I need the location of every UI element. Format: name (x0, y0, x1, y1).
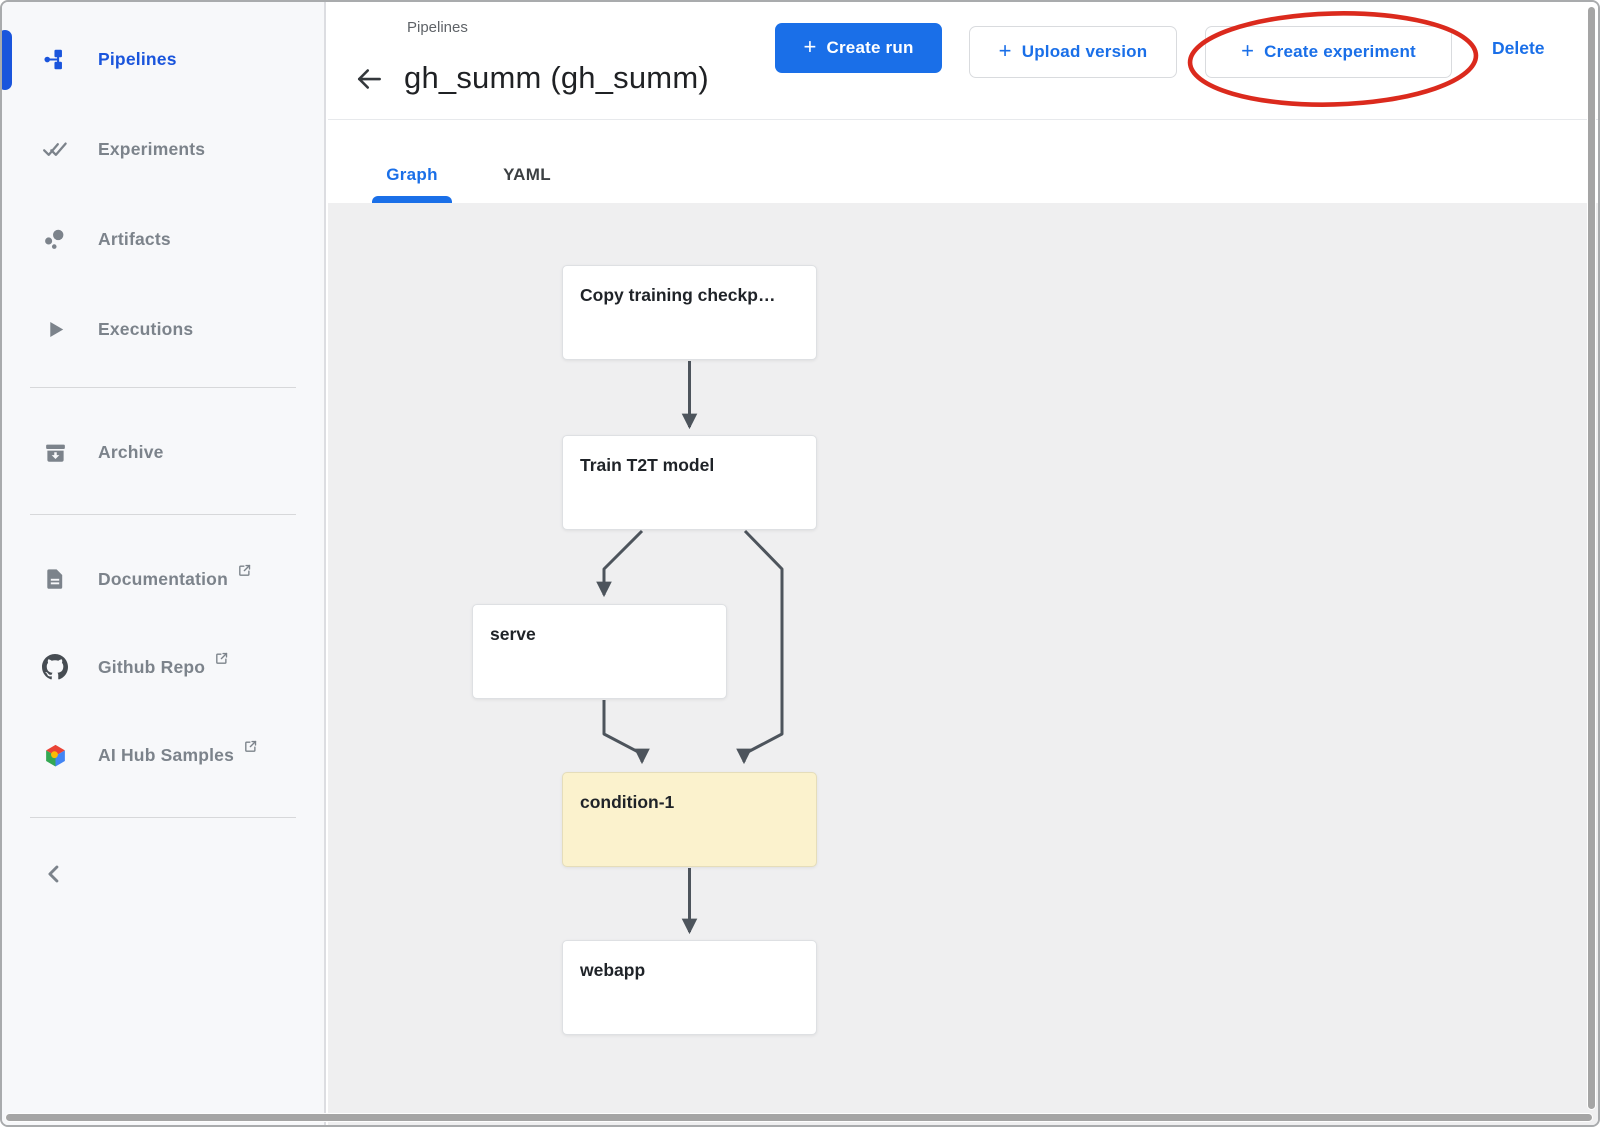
tab-graph[interactable]: Graph (372, 121, 452, 203)
sidebar-item-documentation[interactable]: Documentation (2, 551, 324, 607)
page-title: gh_summ (gh_summ) (404, 60, 709, 95)
create-experiment-button[interactable]: + Create experiment (1205, 26, 1452, 78)
node-label: Train T2T model (580, 455, 715, 475)
node-serve[interactable]: serve (472, 604, 727, 699)
sidebar-divider (30, 387, 296, 388)
sidebar-item-label: AI Hub Samples (98, 744, 235, 765)
sidebar-item-pipelines[interactable]: Pipelines (2, 31, 324, 87)
upload-version-button[interactable]: + Upload version (969, 26, 1177, 78)
sidebar-divider (30, 514, 296, 515)
vertical-scrollbar[interactable] (1587, 6, 1596, 1110)
tab-yaml-label: YAML (503, 165, 551, 184)
horizontal-scrollbar[interactable] (5, 1113, 1593, 1122)
tab-bar: Graph YAML (328, 121, 1598, 203)
pipeline-graph-canvas[interactable]: Copy training checkp… Train T2T model se… (328, 203, 1598, 1125)
page-header: Pipelines gh_summ (gh_summ) + Create run… (328, 2, 1598, 120)
sidebar-item-artifacts[interactable]: Artifacts (2, 211, 324, 267)
ai-hub-cube-icon (42, 742, 68, 768)
experiments-icon (42, 136, 68, 162)
create-run-label: Create run (826, 38, 914, 57)
external-link-icon (214, 651, 229, 671)
plus-icon: + (998, 38, 1012, 63)
edge-train-to-condition (736, 529, 784, 765)
active-item-indicator (2, 30, 12, 90)
sidebar-divider (30, 817, 296, 818)
sidebar: Pipelines Experiments Artifacts (2, 2, 326, 1125)
sidebar-item-label: Github Repo (98, 656, 206, 677)
sidebar-item-ai-hub-samples[interactable]: AI Hub Samples (2, 727, 324, 783)
plus-icon: + (803, 34, 817, 59)
node-copy-training-checkpoint[interactable]: Copy training checkp… (562, 265, 817, 360)
sidebar-collapse-button[interactable] (40, 860, 70, 890)
active-tab-indicator (372, 196, 452, 203)
breadcrumb[interactable]: Pipelines (407, 19, 468, 36)
node-train-t2t-model[interactable]: Train T2T model (562, 435, 817, 530)
node-webapp[interactable]: webapp (562, 940, 817, 1035)
external-link-icon (243, 739, 258, 759)
node-label: condition-1 (580, 792, 675, 812)
external-link-icon (237, 563, 252, 583)
node-label: serve (490, 624, 536, 644)
create-experiment-label: Create experiment (1264, 42, 1416, 61)
sidebar-item-label: Documentation (98, 568, 228, 589)
sidebar-item-label: Executions (98, 318, 194, 339)
pipeline-edges (596, 361, 784, 935)
artifacts-icon (42, 226, 68, 252)
sidebar-item-archive[interactable]: Archive (2, 424, 324, 480)
executions-icon (42, 316, 68, 342)
plus-icon: + (1241, 38, 1255, 63)
github-icon (42, 654, 68, 680)
sidebar-item-executions[interactable]: Executions (2, 301, 324, 357)
node-label: Copy training checkp… (580, 285, 776, 305)
sidebar-item-github-repo[interactable]: Github Repo (2, 639, 324, 695)
upload-version-label: Upload version (1021, 42, 1148, 61)
arrow-left-icon (354, 69, 384, 98)
chevron-left-icon (40, 865, 68, 892)
edge-train-to-serve (596, 529, 644, 598)
back-button[interactable] (354, 64, 386, 96)
node-condition-1[interactable]: condition-1 (562, 772, 817, 867)
archive-icon (42, 439, 68, 465)
node-label: webapp (580, 960, 646, 980)
document-icon (42, 566, 68, 592)
edge-serve-to-condition (602, 700, 650, 765)
tab-graph-label: Graph (386, 165, 438, 184)
sidebar-item-label: Experiments (98, 138, 206, 159)
pipelines-icon (42, 46, 68, 72)
sidebar-item-label: Pipelines (98, 48, 177, 69)
create-run-button[interactable]: + Create run (775, 23, 942, 73)
delete-button[interactable]: Delete (1492, 38, 1545, 58)
sidebar-item-experiments[interactable]: Experiments (2, 121, 324, 177)
sidebar-item-label: Artifacts (98, 228, 171, 249)
sidebar-item-label: Archive (98, 441, 164, 462)
tab-yaml[interactable]: YAML (496, 121, 558, 203)
